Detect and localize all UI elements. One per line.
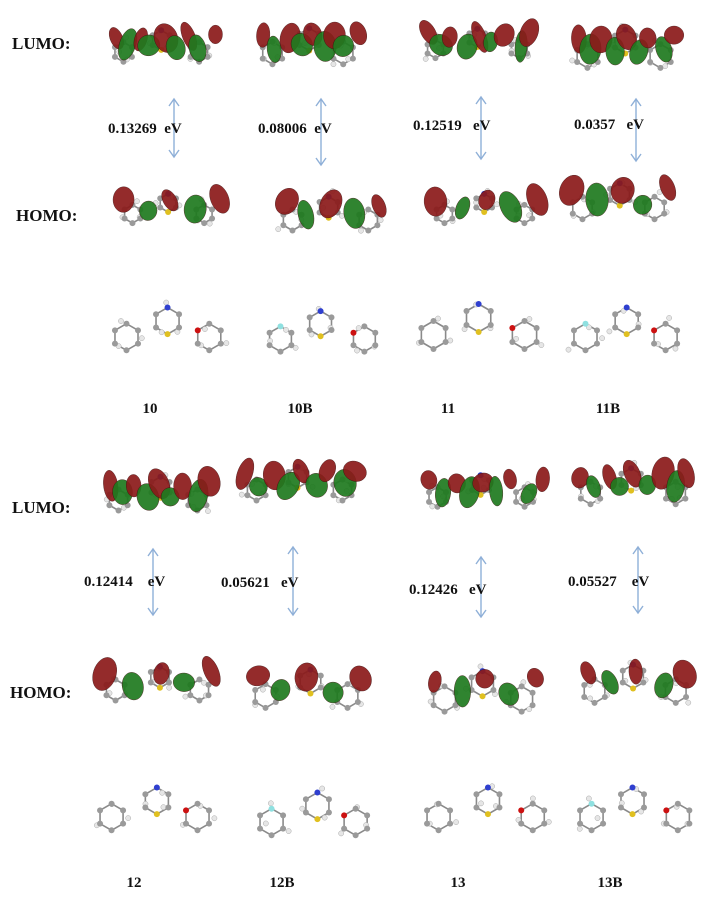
lumo-lobes: [571, 23, 685, 66]
molecule-structure-10B: [266, 306, 379, 355]
lumo-row-label-bottom: LUMO:: [12, 498, 71, 517]
homo-lobes: [559, 174, 677, 217]
homo-row-label-top: HOMO:: [16, 206, 78, 225]
lumo-orbital-13B: [571, 456, 695, 508]
homo-orbital-11B: [559, 174, 677, 223]
compound-label-12B: 12B: [269, 875, 295, 891]
molecule-structure-11B: [565, 304, 681, 354]
molecule-structure-10: [111, 299, 230, 354]
gap-label-13B: 0.05527 eV: [568, 574, 650, 590]
compound-label-10: 10: [142, 401, 158, 417]
compound-label-13: 13: [450, 875, 466, 891]
lumo-lobes: [419, 18, 540, 63]
molecule-skeleton: [111, 299, 230, 354]
homo-orbital-13: [427, 663, 544, 715]
lumo-lobes: [256, 21, 367, 63]
homo-orbital-10: [112, 184, 230, 227]
molecule-structure-12B: [257, 785, 371, 839]
homo-orbital-12B: [246, 662, 372, 711]
molecule-structure-13: [424, 783, 552, 834]
molecule-skeleton: [266, 306, 379, 355]
homo-orbital-13B: [580, 658, 697, 706]
gap-label-10B: 0.08006 eV: [258, 121, 332, 137]
lumo-orbital-12B: [235, 457, 367, 504]
molecule-skeleton: [427, 663, 536, 715]
compound-label-11: 11: [440, 401, 456, 417]
molecule-structure-13B: [576, 784, 693, 834]
molecule-skeleton: [416, 301, 545, 352]
compound-label-10B: 10B: [287, 401, 313, 417]
molecule-structure-11: [416, 301, 545, 352]
compound-label-13B: 13B: [597, 875, 623, 891]
homo-lobes: [246, 662, 372, 704]
lumo-orbital-12: [103, 466, 221, 514]
homo-orbital-12: [92, 656, 221, 704]
gap-label-11: 0.12519 eV: [413, 118, 491, 134]
homo-row-label-bottom: HOMO:: [10, 683, 72, 702]
homo-lobes: [92, 656, 221, 701]
compound-label-12: 12: [126, 875, 142, 891]
homo-lobes: [423, 183, 549, 223]
lumo-lobes: [235, 457, 367, 500]
molecule-skeleton: [257, 785, 371, 839]
homo-lobes: [580, 658, 697, 699]
lumo-lobes: [103, 466, 221, 512]
homo-orbital-11: [423, 183, 549, 227]
lumo-lobes: [108, 21, 223, 62]
molecule-skeleton: [565, 304, 681, 354]
gap-label-10: 0.13269 eV: [108, 121, 182, 137]
homo-lobes: [275, 188, 387, 230]
homo-orbital-10B: [275, 188, 387, 234]
compound-label-11B: 11B: [595, 401, 621, 417]
lumo-orbital-11B: [569, 23, 685, 71]
gap-label-11B: 0.0357 eV: [574, 117, 644, 133]
gap-label-13: 0.12426 eV: [409, 582, 487, 598]
homo-lobes: [428, 668, 544, 708]
molecule-skeleton: [93, 784, 218, 834]
molecule-structure-12: [93, 784, 218, 834]
lumo-orbital-10: [108, 21, 223, 65]
lumo-lobes: [571, 456, 695, 503]
gap-label-12B: 0.05621 eV: [221, 575, 299, 591]
lumo-lobes: [420, 466, 550, 509]
lumo-orbital-11: [419, 18, 540, 63]
molecule-skeleton: [424, 783, 552, 834]
lumo-row-label-top: LUMO:: [12, 34, 71, 53]
molecule-skeleton: [576, 784, 693, 834]
homo-lobes: [112, 184, 230, 224]
gap-label-12: 0.12414 eV: [84, 574, 166, 590]
lumo-orbital-10B: [256, 21, 367, 68]
lumo-orbital-13: [420, 466, 550, 510]
